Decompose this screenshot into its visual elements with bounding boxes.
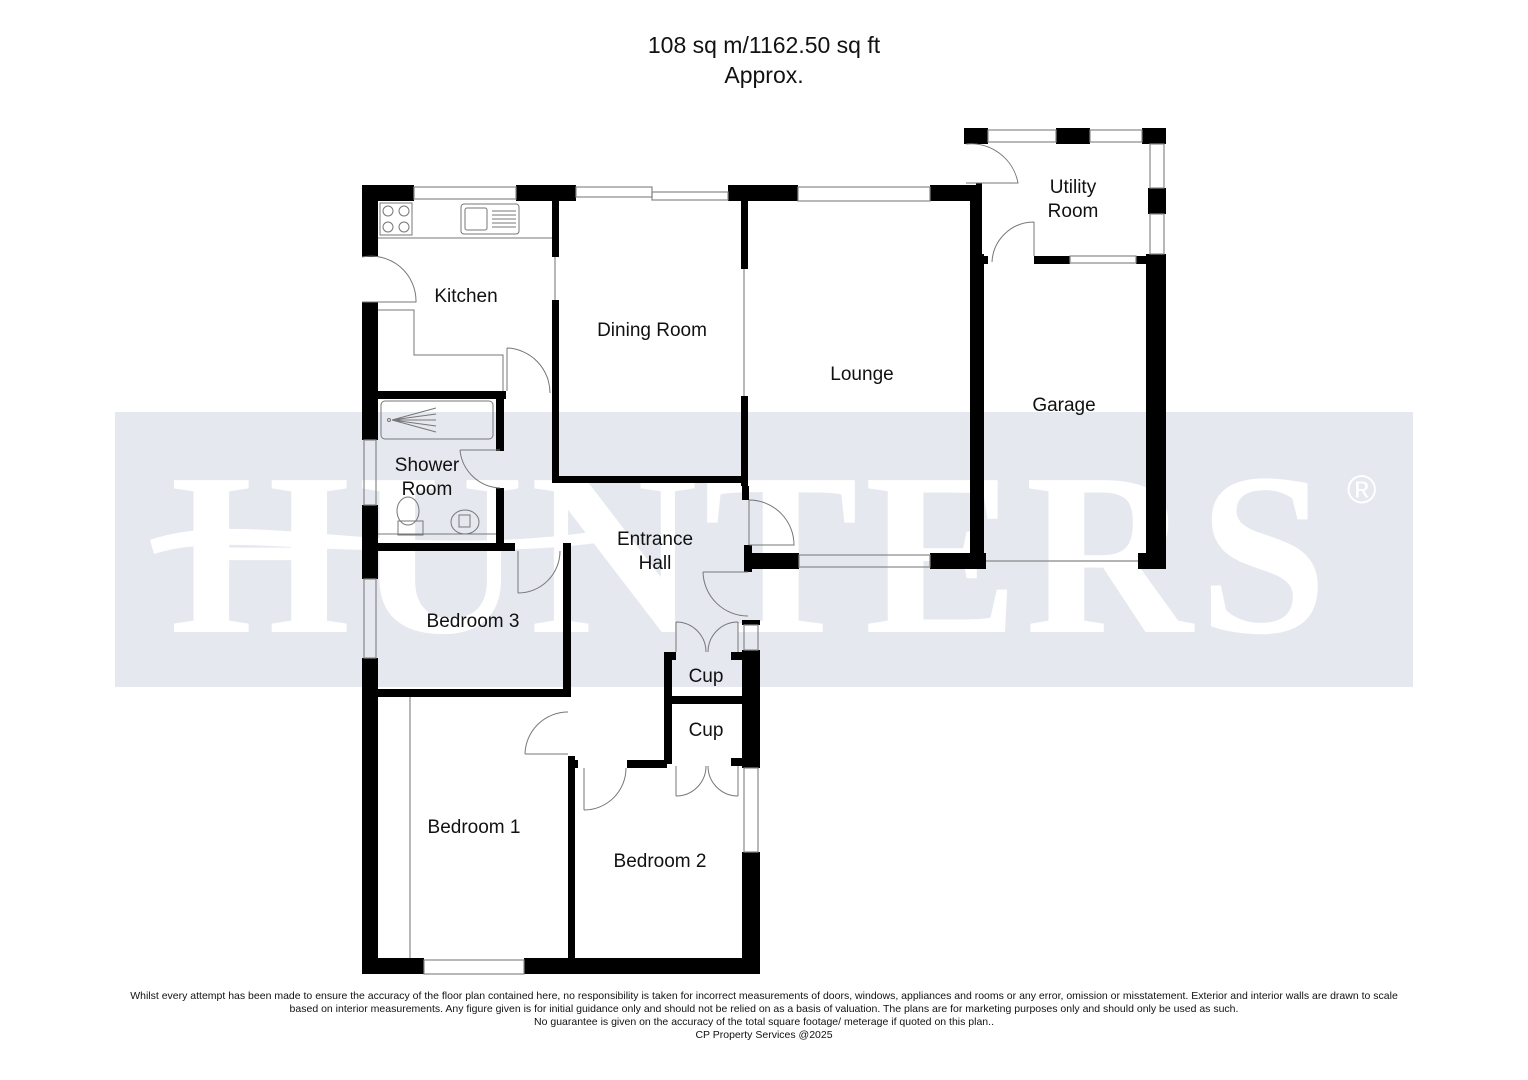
room-label-cupboard-1: Cup bbox=[688, 666, 724, 687]
shower-room-line1: Shower bbox=[394, 455, 460, 476]
disclaimer-copyright: CP Property Services @2025 bbox=[695, 1029, 833, 1041]
shower-room-line2: Room bbox=[401, 479, 453, 500]
area-qualifier: Approx. bbox=[724, 62, 804, 88]
room-label-entrance-hall: Entrance Hall bbox=[617, 528, 693, 576]
disclaimer-line-2: based on interior measurements. Any figu… bbox=[289, 1003, 1239, 1015]
entrance-hall-line1: Entrance bbox=[616, 529, 694, 550]
room-label-garage: Garage bbox=[1032, 395, 1096, 416]
windows bbox=[363, 129, 1165, 975]
floor-area-header: 108 sq m/1162.50 sq ft Approx. bbox=[0, 30, 1528, 90]
disclaimer: Whilst every attempt has been made to en… bbox=[0, 990, 1528, 1042]
utility-room-line2: Room bbox=[1047, 201, 1099, 222]
disclaimer-line-3: No guarantee is given on the accuracy of… bbox=[534, 1016, 994, 1028]
room-label-lounge: Lounge bbox=[830, 364, 894, 385]
doors bbox=[361, 143, 1035, 811]
room-label-bedroom-3: Bedroom 3 bbox=[426, 611, 520, 632]
total-area: 108 sq m/1162.50 sq ft bbox=[647, 32, 881, 58]
room-label-cupboard-2: Cup bbox=[688, 720, 724, 741]
room-label-bedroom-2: Bedroom 2 bbox=[613, 851, 707, 872]
room-label-utility-room: Utility Room bbox=[1048, 176, 1099, 224]
walls bbox=[362, 128, 1166, 974]
registered-mark: ® bbox=[1347, 468, 1377, 512]
disclaimer-line-1: Whilst every attempt has been made to en… bbox=[130, 990, 1398, 1002]
entrance-hall-line2: Hall bbox=[638, 553, 672, 574]
room-label-kitchen: Kitchen bbox=[434, 286, 498, 307]
room-label-bedroom-1: Bedroom 1 bbox=[427, 817, 521, 838]
brand-watermark-band bbox=[115, 412, 1413, 687]
room-label-shower-room: Shower Room bbox=[395, 454, 459, 502]
room-label-dining-room: Dining Room bbox=[597, 320, 707, 341]
fixtures bbox=[378, 202, 552, 536]
utility-room-line1: Utility bbox=[1049, 177, 1097, 198]
